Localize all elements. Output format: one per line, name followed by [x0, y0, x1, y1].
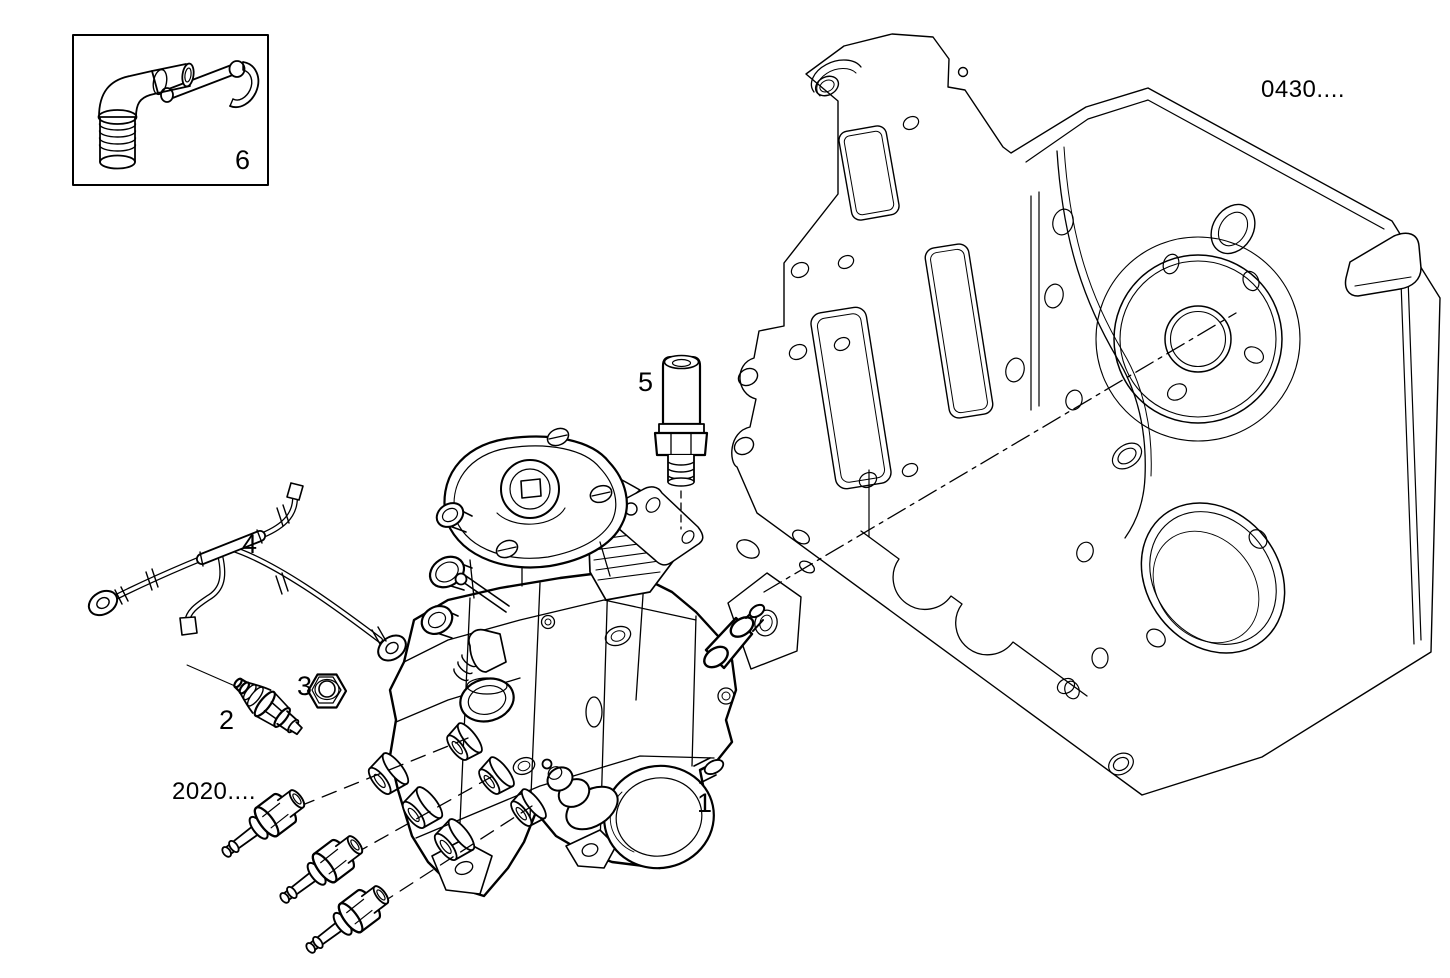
part-6-elbow-drawing — [97, 60, 260, 170]
part-2-sender-drawing — [186, 664, 303, 736]
part-3-nut-drawing — [306, 673, 348, 709]
leader-dashed-lines — [299, 737, 533, 905]
engine-timing-case-drawing — [727, 33, 1441, 796]
injector-union-fittings-drawing — [212, 737, 533, 966]
callout-5: 5 — [638, 367, 654, 397]
callout-2: 2 — [219, 705, 235, 735]
part-5-sensor-drawing — [653, 354, 709, 530]
callout-3: 3 — [297, 671, 313, 701]
callout-4: 4 — [242, 529, 258, 559]
ref-code-timing-case: 0430.... — [1261, 76, 1346, 103]
alignment-centerline — [763, 312, 1237, 593]
injection-pump-drawing — [367, 427, 766, 898]
part-4-wiring-harness-drawing — [87, 482, 407, 662]
callout-1: 1 — [697, 788, 713, 818]
callout-6: 6 — [235, 145, 251, 175]
part-6-box — [72, 34, 269, 186]
ref-code-injection-lines: 2020.... — [172, 778, 257, 805]
